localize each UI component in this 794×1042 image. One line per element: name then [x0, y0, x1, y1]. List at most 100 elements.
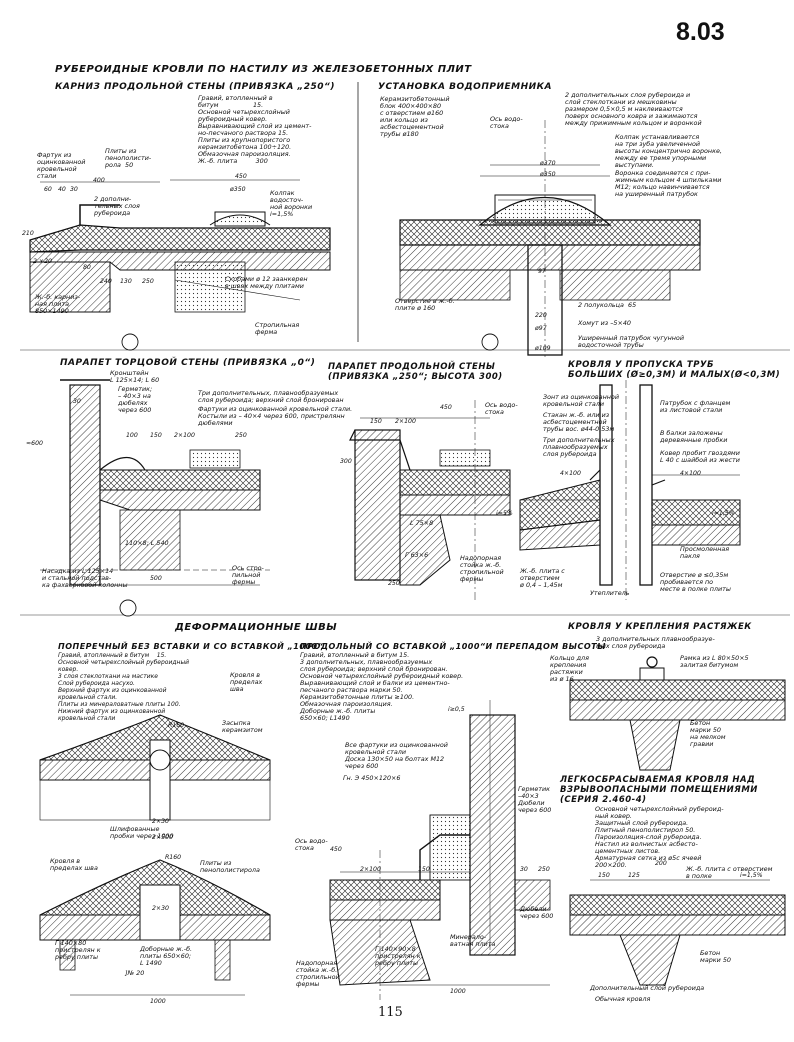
blast-ordinary-label: Обычная кровля [595, 995, 651, 1003]
parapet-end-layers-label: Три дополнительных, плавнообразуемых сло… [198, 389, 344, 404]
drain-dim: ø109 [535, 345, 551, 352]
joint-long-dim: 1000 [450, 988, 466, 995]
blast-concrete-label: Бетон марки 50 [700, 949, 731, 964]
drain-dim: ø97 [535, 325, 547, 332]
anchors-concrete-label: Бетон марки 50 на мелком гравии [690, 719, 726, 748]
parapet-end-dim: ≈600 [26, 440, 43, 447]
joint-cross-foam-label: Плиты из пенополистирола [200, 859, 260, 874]
callout-marker [119, 599, 137, 617]
joint-long-dowels-label: Дюбели через 600 [520, 905, 554, 920]
parapet-end-drawing [40, 379, 270, 586]
eaves-flashing-label: Фартук из оцинкованной кровельной стали [37, 151, 86, 180]
joint-cross-roof-label: Кровля в пределах шва [230, 671, 263, 693]
drain-ring-label: 2 полукольца 65 [578, 301, 637, 309]
eaves-dim: 40 [58, 186, 66, 193]
blast-plate-label: Ж.-б. плита с отверстием в полке [686, 865, 773, 880]
eaves-dim: 2 ×20 [33, 258, 52, 265]
joint-cross-plugs-label: Шлифованные пробки через 1000 [110, 825, 174, 840]
eaves-dim: 80 [83, 264, 91, 271]
parapet-end-aprons-label: Фартуки из оцинкованной кровельной стали… [198, 405, 353, 427]
drain-axis-label: Ось водо- стока [490, 115, 523, 130]
parapet-long-title: ПАРАПЕТ ПРОДОЛЬНОЙ СТЕНЫ (ПРИВЯЗКА „250“… [328, 362, 503, 382]
joint-long-dim: 150 [418, 866, 430, 873]
drain-dim: 97 [538, 268, 546, 275]
joint-long-dim: 30 [520, 866, 528, 873]
drain-hole-label: Отверстие в ж.-б. плите ø 160 [395, 297, 455, 312]
eaves-dim: ø350 [230, 186, 246, 193]
parapet-long-dim: 150 [370, 418, 382, 425]
drain-clamp-label: Хомут из –5×40 [578, 319, 631, 327]
blast-dim: 125 [628, 872, 640, 879]
eaves-dim: 60 [44, 186, 52, 193]
anchors-layers-label: 3 дополнительных плавнообразуе- мых слоя… [596, 635, 715, 650]
eaves-note: Гравий, втопленный в битум 15. Основной … [198, 94, 312, 165]
joint-cross-drawing [39, 714, 271, 996]
eaves-dim: 210 [22, 230, 34, 237]
eaves-cap-label: Колпак водосточ- ной воронки i=1,5% [270, 189, 313, 218]
joint-cross-dim: R160 [168, 722, 185, 729]
joint-long-dim: 250 [538, 866, 550, 873]
pipes-carpet-label: Ковер пробит гвоздями L 40 с шайбой из ж… [660, 449, 740, 464]
joint-long-dim: 450 [330, 846, 342, 853]
parapet-end-dim: 250 [235, 432, 247, 439]
parapet-long-dim: i=5% [496, 510, 513, 517]
eaves-dim: 130 [120, 278, 132, 285]
blast-title: ЛЕГКОСБРАСЫВАЕМАЯ КРОВЛЯ НАД ВЗРЫВООПАСН… [560, 775, 758, 805]
joint-long-axis-label: Ось водо- стока [295, 837, 328, 852]
joint-long-note: Гравий, втопленный в битум 15. 3 дополни… [300, 651, 464, 722]
eaves-detail-drawing [29, 179, 331, 313]
joint-long-aprons-label: Все фартуки из оцинкованной кровельной с… [345, 741, 448, 770]
parapet-end-bracket-label: Кронштейн L 125×14; L 60 [110, 369, 160, 384]
blast-dim: 150 [598, 872, 610, 879]
page-number: 115 [378, 1005, 403, 1020]
eaves-truss-label: Стропильная ферма [255, 321, 300, 336]
main-title: РУБЕРОИДНЫЕ КРОВЛИ ПО НАСТИЛУ ИЗ ЖЕЛЕЗОБ… [55, 64, 472, 75]
eaves-dim: 250 [142, 278, 154, 285]
parapet-end-angle-label: 110×8; L 540 [125, 539, 169, 547]
parapet-end-dim: 2×100 [174, 432, 195, 439]
joint-cross-fill-label: Засыпка керамзитом [222, 719, 263, 734]
pipes-glass-label: Стакан ж.-б. или из асбестоцементной тру… [543, 411, 615, 433]
eaves-dim: 400 [93, 177, 105, 184]
parapet-long-dim: 2×100 [395, 418, 416, 425]
sheet-code: 8.03 [676, 18, 725, 46]
eaves-foam-label: Плиты из пенополисти- рола 50 [105, 147, 152, 169]
joint-cross-dim: R160 [165, 854, 182, 861]
drain-detail-drawing [399, 120, 701, 360]
joint-long-angle-label: Гн. Э 450×120×6 [343, 774, 401, 782]
joint-cross-roof2-label: Кровля в пределах шва [50, 857, 98, 872]
drain-cap-label: Колпак устанавливается на три зуба увели… [615, 133, 722, 169]
pipes-umbrella-label: Зонт из оцинкованной кровельной стали [543, 393, 619, 408]
blast-roof-drawing [569, 879, 786, 986]
blast-note: Основной четырехслойный рубероид- ный ко… [595, 805, 724, 869]
blast-dim: 200 [655, 860, 667, 867]
drain-block-label: Керамзитобетонный блок 400×400×80 с отве… [380, 95, 450, 138]
drain-pipe-label: Уширенный патрубок чугунной водосточной … [578, 334, 684, 349]
eaves-dim: 450 [235, 173, 247, 180]
pipes-hole-label: Отверстие ø ≤0,35м пробивается по месте … [660, 571, 731, 593]
joint-long-dim: 2×100 [360, 866, 381, 873]
joint-cross-angle-label: Г 140×80 пристрелян к ребру плиты [55, 939, 101, 961]
joint-long-drawing [329, 700, 551, 1000]
parapet-end-dim: 30 [73, 398, 81, 405]
pipes-layers-label: Три дополнительных плавнообразуемых слоя… [543, 436, 615, 458]
parapet-end-sealant-label: Герметик; – 40×3 на дюбелях через 600 [118, 385, 153, 414]
drain-dim: 220 [535, 312, 547, 319]
joint-cross-extra-label: Доборные ж.-б. плиты 650×60; L 1490 [140, 945, 193, 967]
parapet-long-angle1-label: L 75×8 [410, 519, 434, 527]
callout-marker [481, 333, 499, 351]
pipes-insul-label: Утеплитель [590, 589, 630, 597]
parapet-long-angle2-label: Г 63×6 [405, 551, 429, 559]
eaves-dim: 240 [100, 278, 112, 285]
joint-long-post-label: Надопорная стойка ж.-б. стропильной ферм… [296, 959, 340, 988]
drain-funnel-label: Воронка соединяется с при- жимным кольцо… [615, 169, 722, 198]
parapet-long-drawing [349, 400, 511, 600]
pipes-branch-label: Патрубок с фланцем из листовой стали [660, 399, 731, 414]
joint-long-slope-label: i≥0,5 [448, 706, 465, 713]
anchors-ring-label: Кольцо для крепления растяжки из ø 16 [550, 654, 589, 683]
parapet-end-dim: 150 [150, 432, 162, 439]
parapet-end-node-label: Насадка из L 125×14 и стальной подстав- … [42, 567, 128, 589]
parapet-end-dim: 100 [126, 432, 138, 439]
pipes-dim: 4×100 [560, 470, 581, 477]
